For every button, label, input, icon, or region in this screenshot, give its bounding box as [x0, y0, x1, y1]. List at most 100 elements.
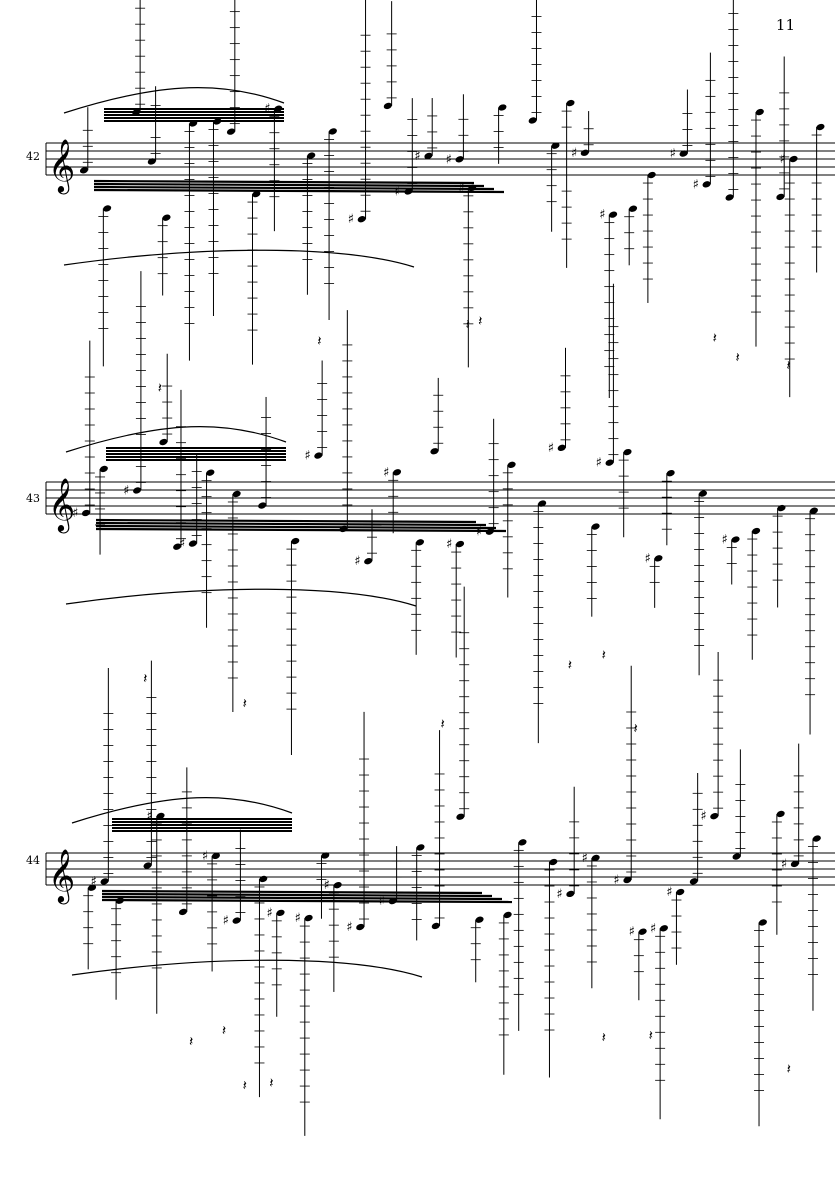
- rest-icon: 𝄽: [602, 1030, 606, 1046]
- notehead: [178, 908, 188, 916]
- notehead: [162, 214, 171, 221]
- notehead: [790, 860, 799, 868]
- notehead: [755, 108, 764, 116]
- notehead: [430, 448, 439, 455]
- notehead: [314, 452, 323, 459]
- treble-clef-icon: 𝄞: [48, 138, 75, 194]
- sharp-icon: ♯: [202, 849, 208, 864]
- beam: [101, 889, 483, 895]
- notehead: [731, 536, 740, 543]
- notehead: [211, 852, 220, 860]
- notehead: [392, 469, 402, 476]
- notehead: [156, 812, 165, 820]
- notehead: [777, 504, 786, 512]
- notehead: [416, 844, 425, 851]
- rest-icon: 𝄽: [787, 1062, 791, 1078]
- notehead: [647, 171, 656, 179]
- notehead: [415, 539, 425, 546]
- notehead: [580, 149, 589, 156]
- notehead: [226, 128, 236, 135]
- sharp-icon: ♯: [147, 809, 153, 824]
- notehead: [623, 876, 632, 884]
- sharp-icon: ♯: [670, 147, 676, 162]
- beam: [93, 185, 495, 191]
- notehead: [424, 152, 433, 160]
- sharp-icon: ♯: [295, 911, 301, 926]
- notehead: [364, 558, 373, 565]
- notehead: [252, 190, 261, 198]
- notehead: [809, 507, 818, 514]
- rest-icon: 𝄽: [633, 721, 637, 737]
- notehead: [232, 490, 241, 498]
- notehead: [87, 884, 97, 891]
- sharp-icon: ♯: [267, 906, 273, 921]
- tie: [71, 796, 293, 824]
- notehead: [498, 104, 507, 111]
- sharp-icon: ♯: [354, 554, 360, 569]
- page-number: 11: [775, 16, 795, 34]
- notehead: [666, 470, 675, 477]
- notehead: [258, 502, 267, 509]
- notehead: [188, 540, 197, 547]
- rest-icon: 𝄽: [269, 1076, 273, 1092]
- sharp-icon: ♯: [304, 449, 310, 464]
- treble-clef-icon: 𝄞: [48, 477, 75, 533]
- notehead: [356, 923, 365, 931]
- beam: [95, 521, 487, 527]
- notehead: [758, 919, 767, 926]
- notehead: [623, 448, 632, 456]
- notehead: [455, 540, 465, 548]
- sharp-icon: ♯: [383, 465, 389, 480]
- notehead: [609, 211, 618, 218]
- notehead: [654, 555, 663, 562]
- notehead: [566, 890, 575, 898]
- sharp-icon: ♯: [223, 914, 229, 929]
- notehead: [628, 205, 638, 212]
- beam: [93, 188, 505, 194]
- notehead: [751, 527, 761, 535]
- tie: [65, 425, 287, 453]
- measure-number-44: 44: [26, 854, 40, 867]
- notehead: [591, 523, 600, 530]
- notehead: [710, 812, 719, 820]
- tie: [71, 959, 423, 978]
- notehead: [321, 852, 330, 859]
- system-44: 𝄞♯♯𝄽♯𝄽♯𝄽𝄽♯♯♯♯♯♯♯𝄽♯♯𝄽♯♯♯𝄽♯: [45, 586, 835, 1136]
- sharp-icon: ♯: [666, 885, 672, 900]
- beam: [95, 518, 477, 524]
- treble-clef-icon: 𝄞: [48, 848, 75, 904]
- tie: [63, 86, 285, 114]
- rest-icon: 𝄽: [478, 314, 482, 330]
- notehead: [776, 193, 785, 201]
- notehead: [232, 917, 241, 924]
- notehead: [638, 928, 647, 935]
- notehead: [551, 142, 560, 149]
- beam: [95, 524, 497, 530]
- notehead: [333, 881, 342, 889]
- notehead: [307, 152, 316, 159]
- sharp-icon: ♯: [693, 177, 699, 192]
- notehead: [702, 181, 711, 188]
- notehead: [789, 155, 798, 163]
- notehead: [133, 487, 142, 494]
- notehead: [503, 911, 512, 919]
- notehead: [538, 500, 547, 507]
- notehead: [383, 102, 392, 110]
- sharp-icon: ♯: [556, 887, 562, 902]
- rest-icon: 𝄽: [243, 1078, 247, 1094]
- sharp-icon: ♯: [596, 456, 602, 471]
- notehead: [304, 914, 313, 922]
- notehead: [528, 117, 537, 124]
- notehead: [103, 205, 112, 212]
- notehead: [79, 167, 89, 174]
- rest-icon: 𝄽: [602, 647, 606, 663]
- sharp-icon: ♯: [781, 857, 787, 872]
- sharp-icon: ♯: [722, 533, 728, 548]
- notehead: [276, 909, 285, 917]
- rest-icon: 𝄽: [243, 696, 247, 712]
- sharp-icon: ♯: [72, 506, 78, 521]
- beam: [101, 895, 503, 901]
- rest-icon: 𝄽: [189, 1034, 193, 1050]
- notehead: [776, 810, 785, 818]
- sharp-icon: ♯: [700, 809, 706, 824]
